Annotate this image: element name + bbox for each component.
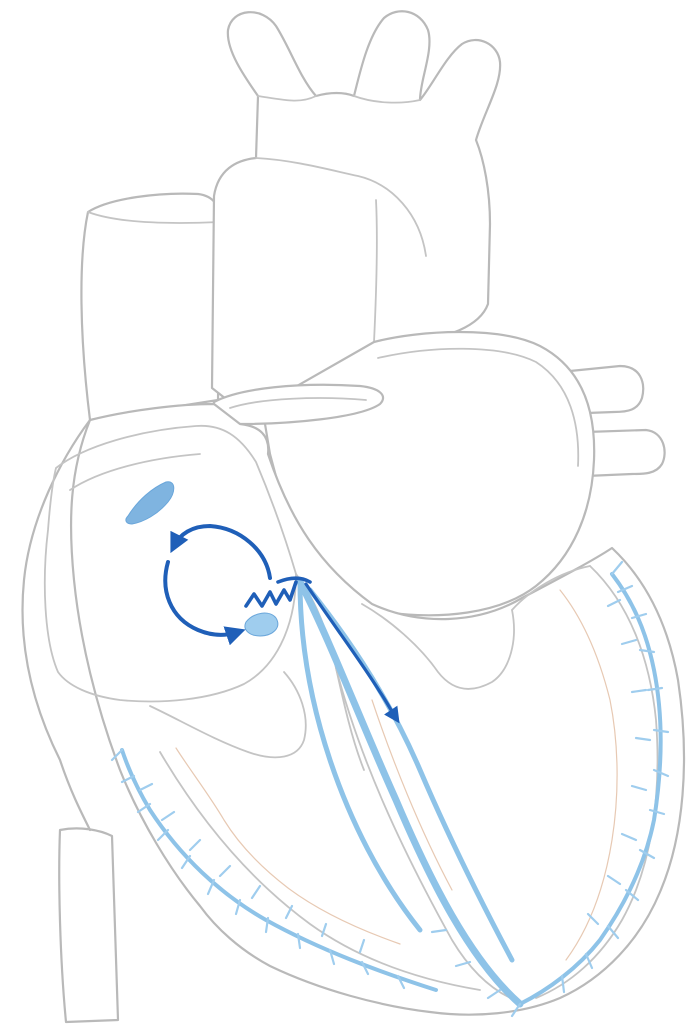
superior-vena-cava <box>81 194 220 420</box>
inferior-vena-cava <box>59 828 118 1022</box>
